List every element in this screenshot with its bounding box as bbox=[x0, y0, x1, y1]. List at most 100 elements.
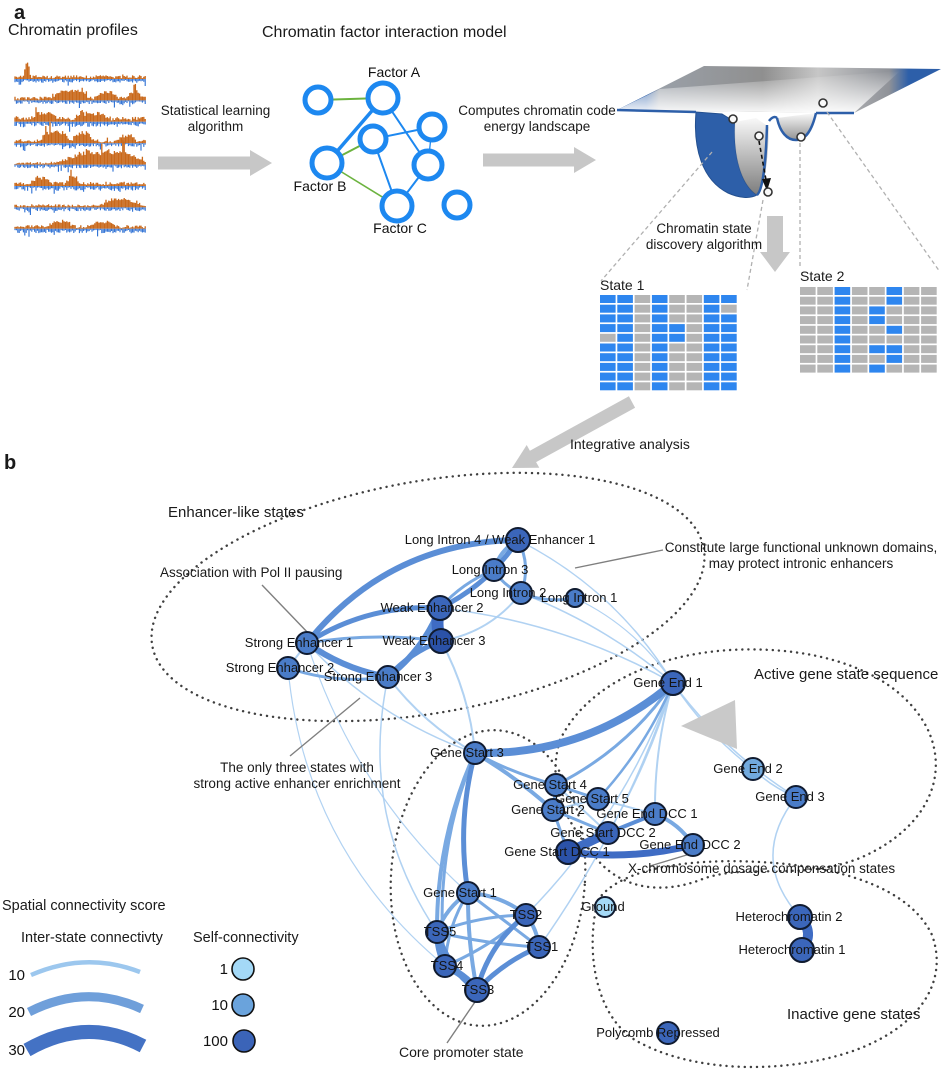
node-GS5 bbox=[586, 787, 610, 811]
region-label-active: Active gene state sequence bbox=[754, 666, 939, 683]
grid-cell bbox=[869, 364, 885, 373]
grid-cell bbox=[634, 343, 651, 352]
grid-cell bbox=[903, 287, 920, 295]
legend-circle-100 bbox=[232, 1029, 256, 1053]
edge-GS3-TSS5 bbox=[434, 751, 477, 934]
node-GE2 bbox=[741, 757, 765, 781]
grid-cell bbox=[617, 362, 633, 371]
projection-dashed-lines bbox=[600, 111, 941, 291]
node-TSS3 bbox=[464, 977, 490, 1003]
edge-GE1-GE3 bbox=[672, 682, 797, 798]
node-SE1 bbox=[295, 631, 319, 655]
energy-landscape bbox=[616, 66, 941, 198]
grid-cell bbox=[686, 324, 703, 333]
legend-arc-20 bbox=[26, 992, 144, 1017]
grid-cell bbox=[617, 295, 633, 303]
node-label-HET2: Heterochromatin 2 bbox=[736, 909, 843, 924]
grid-cell bbox=[886, 354, 903, 363]
legend-self-value-10: 10 bbox=[211, 997, 228, 1014]
node-SE2 bbox=[276, 656, 300, 680]
state1-title: State 1 bbox=[600, 277, 645, 293]
grid-cell bbox=[921, 364, 937, 373]
factor-label-0: Factor A bbox=[368, 64, 421, 80]
track-signal-orange bbox=[14, 84, 146, 101]
grid-cell bbox=[834, 306, 851, 315]
grid-cell bbox=[869, 287, 885, 295]
grid-cell bbox=[703, 295, 720, 303]
grid-cell bbox=[669, 314, 685, 323]
grid-cell bbox=[834, 316, 851, 325]
grid-cell bbox=[851, 364, 868, 373]
grid-cell bbox=[617, 324, 633, 333]
annotation-line-3 bbox=[446, 998, 478, 1044]
edge-WE3-GS3 bbox=[440, 640, 476, 754]
grid-cell bbox=[721, 343, 737, 352]
grid-cell bbox=[869, 296, 885, 305]
grid-cell bbox=[903, 306, 920, 315]
node-label-GEDCC1: Gene End DCC 1 bbox=[596, 806, 697, 821]
arrow-down-discovery bbox=[760, 216, 790, 272]
grid-cell bbox=[600, 382, 616, 391]
node-label-TSS3: TSS3 bbox=[462, 982, 495, 997]
grid-cell bbox=[921, 335, 937, 344]
edge-SE3-TSS5 bbox=[379, 676, 438, 933]
annotation-onlythree: The only three states with strong active… bbox=[193, 760, 401, 791]
edge-SE1-GS1 bbox=[306, 642, 469, 894]
grid-cell bbox=[851, 287, 868, 295]
chromatin-profile-tracks bbox=[14, 62, 146, 237]
node-GEDCC1 bbox=[643, 802, 667, 826]
grid-cell bbox=[703, 353, 720, 362]
grid-cell bbox=[886, 325, 903, 334]
state2-title: State 2 bbox=[800, 268, 845, 284]
grid-cell bbox=[886, 345, 903, 354]
grid-cell bbox=[869, 325, 885, 334]
factor-node-mA bbox=[365, 80, 401, 116]
node-PR bbox=[656, 1021, 680, 1045]
track-signal-orange bbox=[14, 219, 146, 229]
node-label-GEDCC2: Gene End DCC 2 bbox=[639, 837, 740, 852]
dotted-region-outlines bbox=[150, 471, 938, 1069]
grid-cell bbox=[703, 382, 720, 391]
grid-cell bbox=[800, 287, 816, 295]
inactive-region-outline bbox=[591, 859, 938, 1069]
grid-cell bbox=[651, 324, 668, 333]
node-GE3 bbox=[784, 785, 808, 809]
node-label-GS4: Gene Start 4 bbox=[513, 777, 587, 792]
grid-cell bbox=[921, 345, 937, 354]
grid-cell bbox=[800, 325, 816, 334]
grid-cell bbox=[903, 316, 920, 325]
grid-cell bbox=[800, 296, 816, 305]
node-label-LI1: Long Intron 1 bbox=[541, 590, 618, 605]
track-signal-blue bbox=[14, 228, 146, 237]
grid-cell bbox=[634, 353, 651, 362]
track-signal-orange bbox=[14, 122, 146, 144]
panel-a-label: a bbox=[14, 2, 26, 24]
node-GS3 bbox=[463, 741, 487, 765]
region-label-inactive: Inactive gene states bbox=[787, 1006, 921, 1023]
track-signal-orange bbox=[14, 198, 146, 208]
grid-cell bbox=[903, 354, 920, 363]
node-label-PR: Polycomb Repressed bbox=[596, 1025, 720, 1040]
grid-cell bbox=[669, 382, 685, 391]
track-signal-blue bbox=[14, 100, 146, 108]
factor-node-mC bbox=[379, 188, 415, 224]
grid-cell bbox=[651, 343, 668, 352]
grid-cell bbox=[617, 333, 633, 342]
grid-cell bbox=[686, 382, 703, 391]
factor-node-m6 bbox=[411, 148, 445, 182]
grid-cell bbox=[903, 296, 920, 305]
grid-cell bbox=[686, 343, 703, 352]
grid-cell bbox=[851, 306, 868, 315]
grid-cell bbox=[686, 295, 703, 303]
node-label-GE3: Gene End 3 bbox=[755, 789, 824, 804]
grid-cell bbox=[721, 382, 737, 391]
panel-b-label: b bbox=[4, 452, 17, 474]
grid-cell bbox=[651, 372, 668, 381]
grid-cell bbox=[903, 335, 920, 344]
node-LI4WE1 bbox=[505, 527, 531, 553]
track-signal-blue bbox=[14, 207, 146, 215]
track-signal-blue bbox=[14, 79, 146, 86]
grid-cell bbox=[903, 345, 920, 354]
node-label-GS3: Gene Start 3 bbox=[430, 745, 504, 760]
